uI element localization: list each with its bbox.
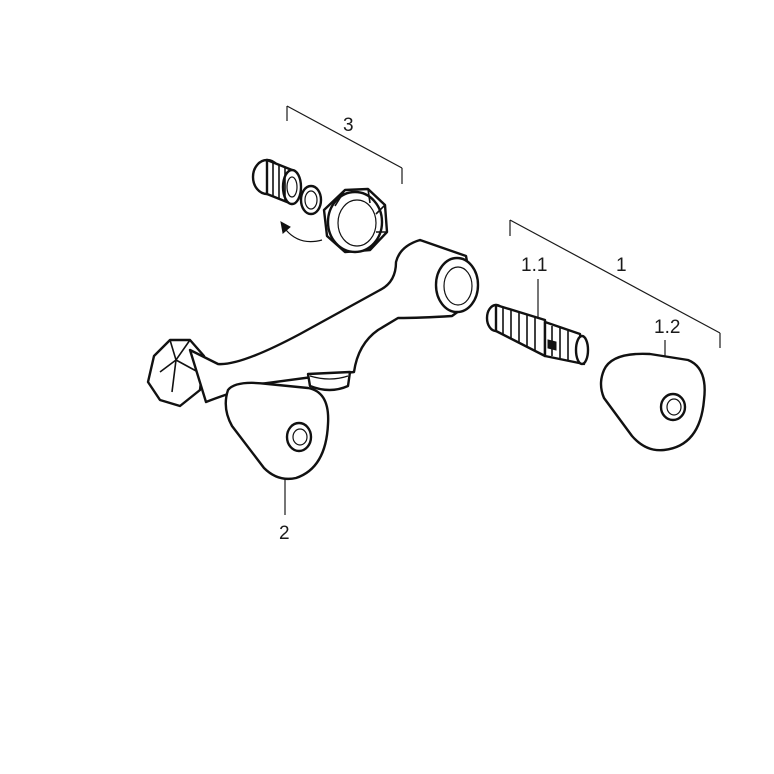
label-1-1: 1.1 <box>521 255 547 276</box>
bracket-3 <box>286 105 403 184</box>
label-3: 3 <box>343 115 354 136</box>
mixer-body <box>146 238 480 408</box>
label-1: 1 <box>616 255 627 276</box>
o-ring <box>299 184 323 216</box>
rotation-arrow <box>280 221 323 243</box>
threaded-insert <box>251 158 303 206</box>
handle-right <box>599 352 706 452</box>
label-2: 2 <box>279 523 290 544</box>
handle-left <box>224 381 330 481</box>
label-1-2: 1.2 <box>654 317 680 338</box>
bracket-1 <box>509 219 721 348</box>
hex-nut <box>322 187 389 254</box>
valve-cartridge <box>485 303 590 366</box>
